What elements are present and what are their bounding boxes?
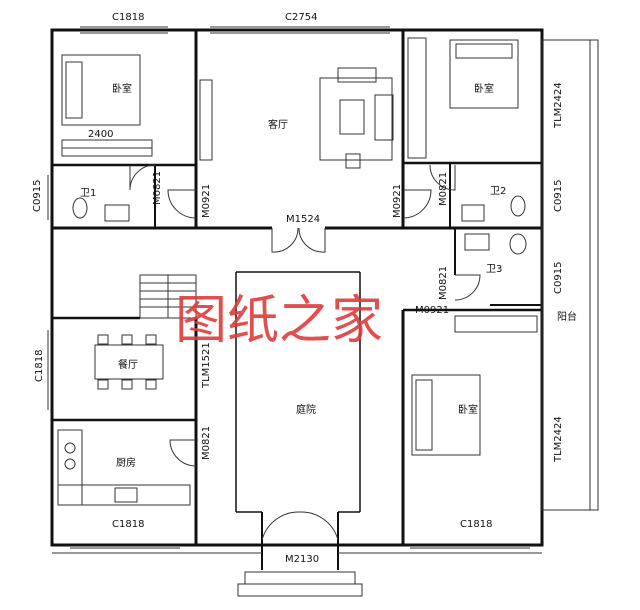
entry-step-1 [244,571,356,585]
room-dining: 餐厅 [118,358,138,371]
kitchen-counter-l [57,429,83,506]
terrace [52,511,542,597]
label-m0821-bath1: M0821 [152,171,163,205]
toilet-bath2 [510,195,526,217]
label-c2754: C2754 [285,12,317,23]
dining-chair-6 [145,379,157,390]
label-m2130: M2130 [285,554,319,565]
bed-ne [449,39,519,109]
furniture-bedroom-ne [407,37,519,159]
bed-nw [61,54,141,126]
kitchen-counter-b [57,484,191,506]
room-bath3: 卫3 [486,264,502,275]
rug [319,77,393,161]
room-balcony: 阳台 [557,310,577,323]
chair-living [345,153,361,169]
sink-bath3 [464,233,490,251]
balcony-outline [541,39,599,511]
room-bedroom-nw: 卧室 [112,82,132,95]
door-m0921-right [402,189,432,219]
door-m1524-left [271,227,299,253]
walls [50,28,544,570]
room-bedroom-ne: 卧室 [474,82,494,95]
label-c1818-top: C1818 [112,12,144,23]
label-m0821-bath3: M0821 [438,266,449,300]
balcony-rail [541,39,599,511]
dining-chair-2 [121,334,133,345]
label-c1818-left: C1818 [34,350,45,382]
toilet-bath1 [72,197,88,219]
furniture-living [199,67,394,169]
door-kitchen [169,439,197,467]
toilet-bath3 [509,233,527,255]
sofa-right [374,94,394,141]
dining-chair-3 [145,334,157,345]
label-c0915-left: C0915 [32,180,43,212]
windows [47,26,530,549]
dining-chair-4 [97,379,109,390]
door-bath2 [429,164,456,191]
label-m0821-kitchen: M0821 [201,426,212,460]
doors [129,164,481,467]
bed-se [411,374,481,456]
bed-ne-pillow [455,43,513,59]
label-tlm2424-bottom: TLM2424 [553,416,564,463]
dining-chair-1 [97,334,109,345]
label-c0915-bath3: C0915 [553,262,564,294]
sink-bath2 [461,204,485,222]
room-bath1: 卫1 [80,188,96,199]
label-m0821-bath2: M0821 [438,172,449,206]
bed-nw-pillow [65,61,83,119]
sofa-top [337,67,377,83]
label-2400: 2400 [88,129,113,140]
door-m0921-left [167,189,197,219]
room-courtyard: 庭院 [296,403,316,416]
label-tlm2424-top: TLM2424 [553,82,564,129]
dining-table [94,344,164,380]
stairs [139,274,197,319]
room-kitchen: 厨房 [116,456,136,469]
label-tlm1521: TLM1521 [201,342,212,389]
door-m1524-right [298,227,326,253]
label-m1524: M1524 [286,214,320,225]
room-living: 客厅 [268,118,288,131]
furniture-dining [94,334,164,390]
furniture-bedroom-nw [61,54,153,157]
wardrobe-ne [407,37,427,159]
coffee-table [339,99,365,135]
label-c1818-bottom-left: C1818 [112,519,144,530]
door-bath1 [129,164,156,191]
watermark-text: 图纸之家 [175,291,383,351]
label-m0921-right: M0921 [392,184,403,218]
tv-cabinet [199,79,213,161]
furniture-kitchen [57,429,191,506]
label-m0921-left: M0921 [201,184,212,218]
room-bath2: 卫2 [490,186,506,197]
room-bedroom-se: 卧室 [458,403,478,416]
bed-se-pillow [415,379,433,451]
entry-step-2 [237,583,363,597]
dining-chair-5 [121,379,133,390]
label-c1818-bottom-right: C1818 [460,519,492,530]
furniture-bedroom-se [411,315,538,456]
label-c0915-right: C0915 [553,180,564,212]
entry-door-left [261,511,301,541]
stove-1 [64,442,76,454]
entry-door-right [299,511,339,541]
sink-bath1 [104,204,130,222]
door-bath3 [454,274,481,301]
stove-2 [64,458,76,470]
kitchen-sink [114,487,138,503]
label-m0921-bath3: M0921 [415,305,449,316]
bath-fixtures [72,195,527,255]
wardrobe-se [454,315,538,333]
